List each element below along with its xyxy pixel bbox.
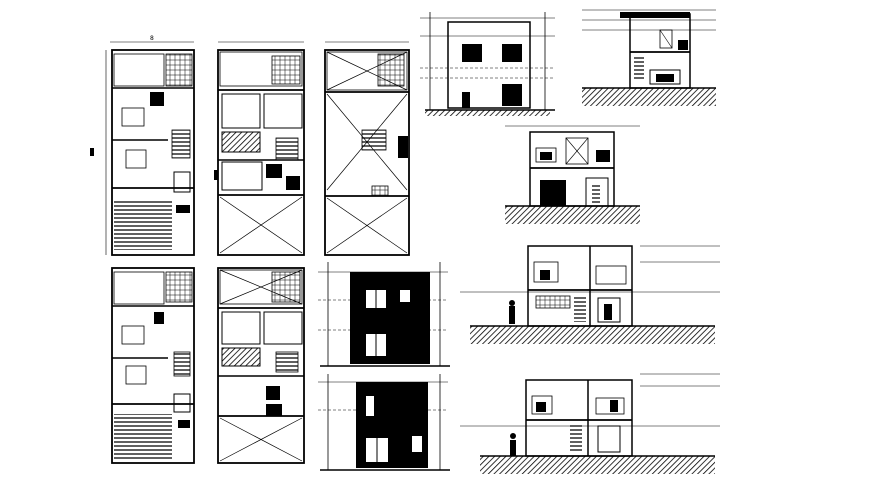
section-a (505, 125, 640, 224)
front-elevation-top (420, 12, 555, 116)
section-b (460, 245, 720, 344)
floor-plan-first-1 (214, 41, 305, 256)
plan-dimension-label: 8 (150, 35, 154, 42)
side-section-top (582, 9, 716, 106)
floor-plan-ground-1: 8 (90, 35, 195, 256)
front-elevation-middle (318, 262, 450, 367)
floor-plan-first-2 (217, 267, 305, 464)
floor-plan-roof-1 (324, 41, 410, 256)
section-c (460, 373, 720, 474)
floor-plan-ground-2 (111, 267, 195, 464)
front-elevation-bottom (318, 374, 450, 471)
